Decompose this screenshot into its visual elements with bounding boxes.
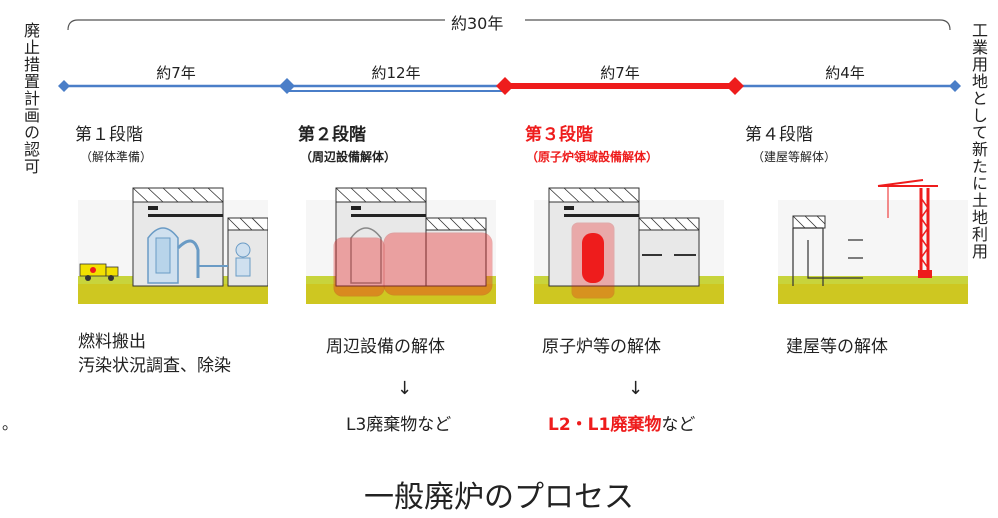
stage1-subtitle: （解体準備） [80,150,153,164]
stage4-subtitle: （建屋等解体） [752,150,837,164]
stage3-marker [496,77,514,95]
stage2-subtitle: （周辺設備解体） [300,150,397,164]
stage1-desc-line1: 燃料搬出 [78,332,146,352]
total-duration-label: 約30年 [451,14,504,33]
stage2-title: 第２段階 [298,125,366,145]
stage3-illustration [534,187,724,304]
segment-label-2: 約12年 [371,64,421,82]
segment-label-3: 約7年 [600,64,640,82]
stage3-waste-suffix: など [661,415,696,435]
stage3-subtitle: （原子炉領域設備解体） [526,150,659,164]
stage4-marker [726,77,744,95]
stage3-down-arrow: ↓ [628,378,644,399]
stage1-illustration [78,187,268,304]
segment-label-4: 約4年 [825,64,865,82]
stage4-illustration [778,179,968,304]
segment-label-1: 約7年 [156,64,196,82]
stage4-title: 第４段階 [745,125,813,145]
land-use-vertical-label: 工業用地として新たに土地利用 [969,22,988,260]
stage2-waste-label: L3廃棄物など [346,415,452,435]
stage2-description: 周辺設備の解体 [326,337,445,357]
stage3-description: 原子炉等の解体 [542,337,661,357]
stage2-down-arrow: ↓ [397,378,413,399]
diagram-caption: 一般廃炉のプロセス [364,480,634,515]
stage2-marker [279,78,295,94]
approval-vertical-label: 廃止措置計画の認可 [21,22,40,175]
timeline-end-marker [949,80,961,92]
timeline-start-marker [58,80,70,92]
stage4-description: 建屋等の解体 [786,337,888,357]
stage3-title: 第３段階 [525,125,593,145]
stray-period-mark: 。 [2,414,19,433]
stage1-description: 燃料搬出 汚染状況調査、除染 [78,330,231,378]
timeline-axis [58,19,961,95]
stage1-desc-line2: 汚染状況調査、除染 [78,356,231,376]
stage3-waste-red: L2・L1廃棄物 [548,415,662,435]
stage3-waste-label: L2・L1廃棄物など [548,410,695,435]
stage2-illustration [306,187,496,304]
stage1-title: 第１段階 [75,125,143,145]
